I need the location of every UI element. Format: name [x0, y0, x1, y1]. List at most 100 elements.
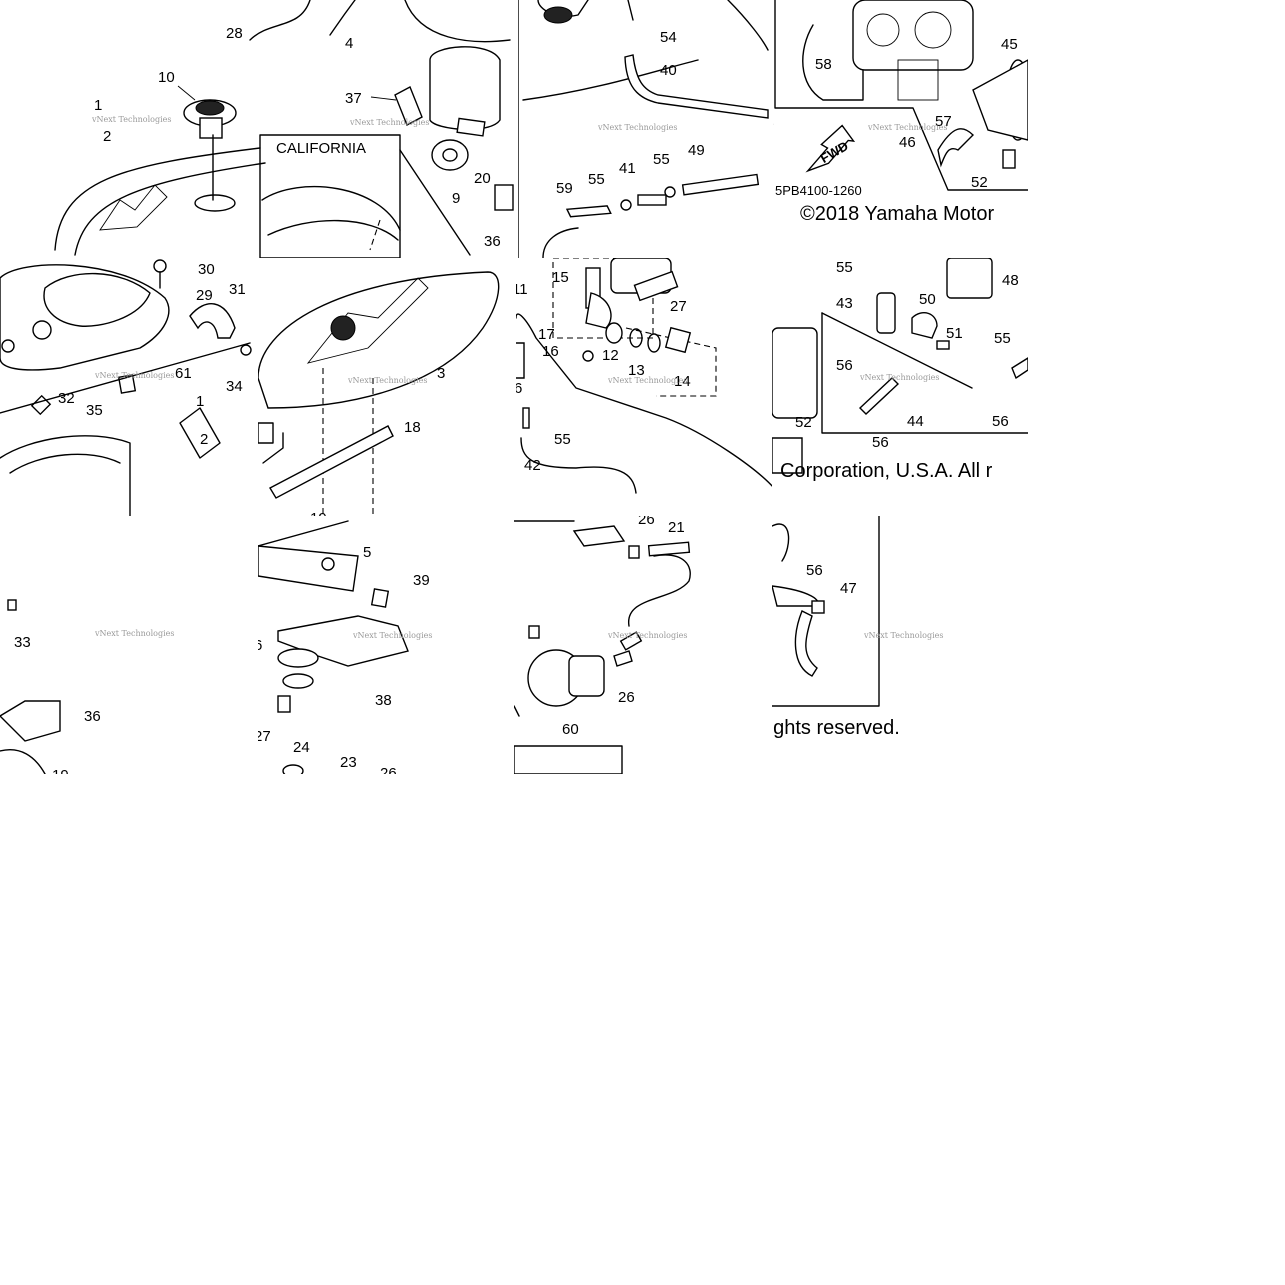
diagram-tile-hose-47: 56 47 rights reserved. vNext Technologie…	[772, 516, 1028, 774]
callout-47: 47	[840, 580, 857, 597]
callout-52: 52	[971, 174, 988, 191]
callout-46: 46	[899, 134, 916, 151]
callout-6: 6	[516, 380, 522, 397]
callout-56: 56	[836, 357, 853, 374]
callout-55: 55	[836, 259, 853, 276]
watermark: vNext Technologies	[607, 631, 687, 640]
hoses-upper-drawing: 54 40 55 41 55 49 59 vNext Technologies	[518, 0, 769, 258]
callout-12: 12	[602, 347, 619, 364]
callout-40: 40	[660, 62, 677, 79]
callout-52: 52	[795, 414, 812, 431]
callout-5: 5	[363, 544, 371, 561]
diagram-tile-lower-left: 33 36 19 vNext Technologies	[0, 516, 258, 774]
diagram-tile-tank-mount: 30 29 31 34 61 32 35 1 2 vNext Technolog…	[0, 258, 258, 516]
callout-35: 35	[86, 402, 103, 419]
callout-9: 9	[452, 190, 460, 207]
callout-27: 27	[258, 728, 271, 745]
callout-15: 15	[552, 269, 569, 286]
watermark: vNext Technologies	[347, 376, 427, 385]
watermark: vNext Technologies	[94, 629, 174, 638]
callout-39: 39	[413, 572, 430, 589]
callout-54: 54	[660, 29, 677, 46]
callout-42: 42	[524, 457, 541, 474]
callout-30: 30	[198, 261, 215, 278]
watermark: vNext Technologies	[349, 118, 429, 127]
callout-26: 26	[638, 516, 655, 528]
callout-20: 20	[474, 170, 491, 187]
callout-61: 61	[175, 365, 192, 382]
copyright-line-3: rights reserved.	[772, 717, 900, 739]
callout-41: 41	[619, 160, 636, 177]
watermark: vNext Technologies	[352, 631, 432, 640]
bracket-drawing: 5 39 6 38 27 24 23 26 vNext Technologies	[258, 520, 432, 774]
watermark: vNext Technologies	[859, 373, 939, 382]
watermark: vNext Technologies	[94, 371, 174, 380]
california-box-label: CALIFORNIA	[276, 140, 366, 157]
callout-27: 27	[670, 298, 687, 315]
callout-56: 56	[992, 413, 1009, 430]
callout-36: 36	[484, 233, 501, 250]
petcock-drawing: 15 11 27 17 16 12 13 14 6 7 8 55 2 42 22…	[516, 258, 774, 494]
callout-49: 49	[688, 142, 705, 159]
callout-24: 24	[293, 739, 310, 756]
copyright-line-1: ©2018 Yamaha Motor	[800, 203, 994, 225]
watermark: vNext Technologies	[607, 376, 687, 385]
watermark: vNext Technologies	[863, 631, 943, 640]
callout-55: 55	[554, 431, 571, 448]
diagram-tile-fuel-tank-upper: CALIFORNIA 28 4 10 1 2 37 9 20 36 vNext …	[0, 0, 518, 258]
callout-32: 32	[58, 390, 75, 407]
callout-57: 57	[935, 113, 952, 130]
callout-48: 48	[1002, 272, 1019, 289]
callout-14: 14	[674, 373, 691, 390]
diagram-tile-side-tank: 3 18 19 vNext Technologies	[258, 258, 516, 516]
callout-43: 43	[836, 295, 853, 312]
callout-2: 2	[200, 431, 208, 448]
callout-3: 3	[437, 365, 445, 382]
carburetor-drawing: FWD 58 45 55 41 57 46 52 5PB4100-1260 ©2…	[773, 0, 1028, 225]
callout-38: 38	[375, 692, 392, 709]
watermark: vNext Technologies	[597, 123, 677, 132]
callout-55: 55	[588, 171, 605, 188]
callout-29: 29	[196, 287, 213, 304]
callout-55: 55	[994, 330, 1011, 347]
diagram-tile-fuel-pump: 26 21 26 60 vNext Technologies	[514, 516, 772, 774]
callout-11: 11	[516, 281, 528, 298]
callout-56: 56	[872, 434, 889, 451]
callout-41: 41	[773, 139, 774, 156]
diagram-tile-hoses-upper: 54 40 55 41 55 49 59 vNext Technologies	[518, 0, 773, 258]
callout-2: 2	[103, 128, 111, 145]
callout-58: 58	[815, 56, 832, 73]
callout-1: 1	[94, 97, 102, 114]
callout-36: 36	[84, 708, 101, 725]
callout-37: 37	[345, 90, 362, 107]
copyright-line-2: Corporation, U.S.A. All r	[780, 460, 993, 482]
callout-55: 55	[653, 151, 670, 168]
callout-55: 55	[773, 115, 774, 132]
callout-34: 34	[226, 378, 243, 395]
callout-23: 23	[340, 754, 357, 771]
watermark: vNext Technologies	[91, 115, 171, 124]
callout-28: 28	[226, 25, 243, 42]
diagram-tile-bracket: 5 39 6 38 27 24 23 26 vNext Technologies	[258, 516, 514, 774]
callout-51: 51	[946, 325, 963, 342]
diagram-tile-petcock: 15 11 27 17 16 12 13 14 6 7 8 55 2 42 22…	[516, 258, 774, 516]
lower-left-drawing: 33 36 19 vNext Technologies	[0, 599, 174, 774]
callout-59: 59	[556, 180, 573, 197]
callout-4: 4	[345, 35, 353, 52]
fuel-pump-drawing: 26 21 26 60 vNext Technologies	[514, 516, 691, 774]
diagram-tile-carburetor: FWD 58 45 55 41 57 46 52 5PB4100-1260 ©2…	[773, 0, 1028, 258]
callout-45: 45	[1001, 36, 1018, 53]
callout-21: 21	[668, 519, 685, 536]
callout-18: 18	[404, 419, 421, 436]
callout-26: 26	[380, 765, 397, 774]
fuel-tank-upper-drawing: CALIFORNIA 28 4 10 1 2 37 9 20 36 vNext …	[54, 0, 514, 258]
diagram-tile-hoses-lower: 55 43 50 48 51 55 56 52 44 56 56 25 53 C…	[772, 258, 1028, 516]
callout-56: 56	[806, 562, 823, 579]
callout-16: 16	[542, 343, 559, 360]
callout-19: 19	[310, 510, 327, 516]
callout-33: 33	[14, 634, 31, 651]
callout-6: 6	[258, 637, 262, 654]
callout-13: 13	[628, 362, 645, 379]
callout-17: 17	[538, 326, 555, 343]
